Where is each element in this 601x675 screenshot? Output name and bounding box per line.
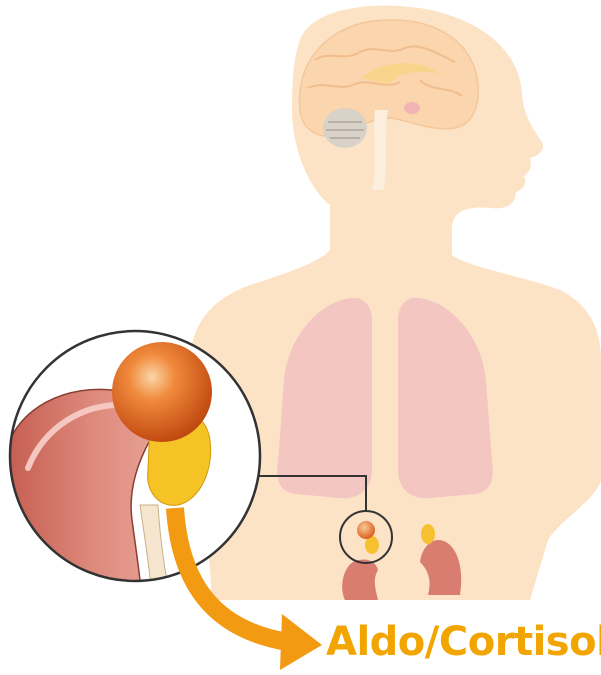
adrenal-gland-right xyxy=(421,524,435,544)
hormone-label: Aldo/Cortisol xyxy=(326,612,601,672)
adrenal-tumor xyxy=(112,342,212,442)
